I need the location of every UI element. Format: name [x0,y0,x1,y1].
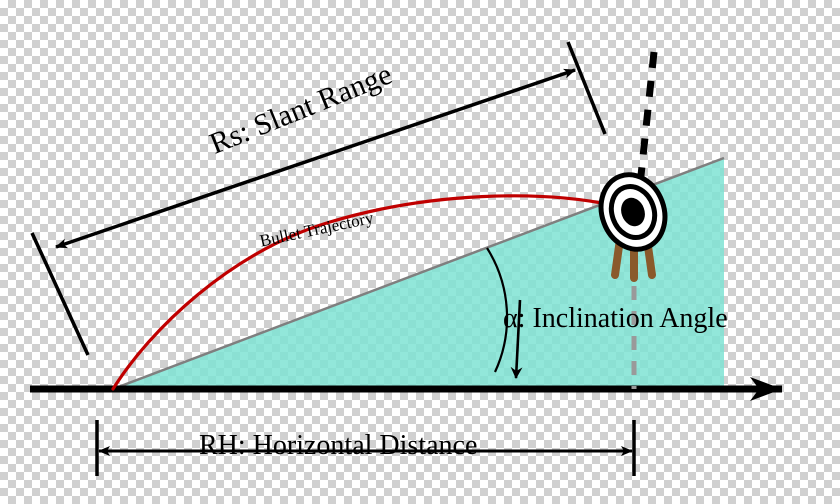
slant-range-tick-left [30,232,90,356]
label-horizontal-distance: RH: Horizontal Distance [199,430,478,461]
label-inclination-angle: α: Inclination Angle [503,303,728,334]
slant-range-tick-right [566,41,607,135]
target-bullseye-icon [598,172,668,252]
inclination-angle-arc [486,247,509,373]
slant-range-arrow [55,68,576,249]
target-vertical-dashed-line [636,51,658,186]
inclination-angle-pointer [510,299,523,379]
